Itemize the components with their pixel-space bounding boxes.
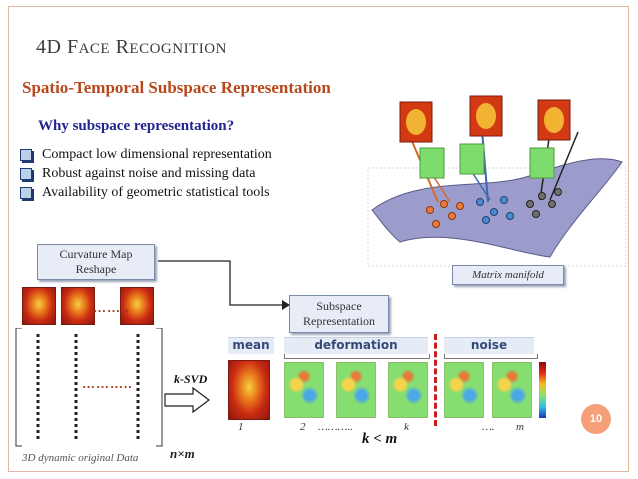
checkbox-bullet-icon	[20, 148, 32, 161]
noise-image	[492, 362, 532, 418]
page-number-badge: 10	[581, 404, 611, 434]
slide-subtitle: Spatio-Temporal Subspace Representation	[22, 78, 331, 97]
blue-points	[476, 196, 514, 224]
box-label: Subspace	[316, 299, 362, 313]
face-thumbnail	[406, 109, 426, 135]
data-point	[476, 198, 484, 206]
bullet-text: Availability of geometric statistical to…	[42, 184, 270, 200]
deformation-thumbnail	[419, 147, 445, 179]
checkbox-bullet-icon	[20, 186, 32, 199]
data-point	[432, 220, 440, 228]
deformation-thumbnail	[459, 143, 485, 175]
noise-bracket	[444, 354, 538, 359]
face-thumbnail	[469, 95, 503, 137]
bullet-item: Availability of geometric statistical to…	[20, 183, 272, 202]
data-point	[456, 202, 464, 210]
question-heading: Why subspace representation?	[38, 118, 235, 134]
face-frame	[61, 287, 95, 325]
panel-head-mean: mean	[228, 337, 274, 354]
deformation-image	[388, 362, 428, 418]
data-point	[482, 216, 490, 224]
face-frame	[22, 287, 56, 325]
data-point	[506, 212, 514, 220]
deformation-image	[284, 362, 324, 418]
data-point	[548, 200, 556, 208]
flow-arrow	[158, 260, 290, 310]
data-point	[532, 210, 540, 218]
box-label: Curvature Map	[59, 247, 133, 261]
matrix-bracket-left	[15, 328, 22, 447]
ksvd-arrow-shape	[164, 386, 210, 414]
face-frame	[120, 287, 154, 325]
bullet-text: Compact low dimensional representation	[42, 146, 272, 162]
slide-title: 4D FACE RECOGNITION	[36, 36, 227, 58]
arrow-head-icon	[282, 300, 290, 310]
deformation-image	[336, 362, 376, 418]
connector-line	[431, 173, 451, 203]
deformation-thumbnail	[529, 147, 555, 179]
panel-head-deformation: deformation	[284, 337, 428, 354]
checkbox-bullet-icon	[20, 167, 32, 180]
matrix-manifold-label: Matrix manifold	[452, 265, 564, 285]
data-point	[426, 206, 434, 214]
curvature-map-box: Curvature Map Reshape	[37, 244, 155, 280]
ellipsis-faces: ……..	[93, 300, 130, 315]
orange-points	[426, 200, 464, 228]
box-label: Representation	[303, 314, 375, 328]
bullet-item: Robust against noise and missing data	[20, 164, 272, 183]
data-matrix	[15, 328, 163, 447]
connector-line	[549, 131, 579, 201]
arrow-line	[158, 260, 282, 306]
connector-line	[481, 129, 489, 203]
colorbar	[539, 362, 546, 418]
data-point	[448, 212, 456, 220]
gray-points	[526, 188, 562, 218]
data-point	[490, 208, 498, 216]
mean-face-image	[228, 360, 270, 420]
panel-head-noise: noise	[444, 337, 534, 354]
face-thumbnail	[544, 107, 564, 133]
matrix-size-label: n×m	[170, 446, 195, 461]
data-point	[526, 200, 534, 208]
face-thumbnail	[476, 103, 496, 129]
manifold-illustration	[367, 95, 627, 267]
index-label: 1	[238, 421, 244, 433]
deformation-bracket	[284, 354, 430, 359]
box-label: Reshape	[75, 262, 117, 276]
index-label: 2	[300, 421, 306, 433]
data-point	[538, 192, 546, 200]
rank-divider	[434, 334, 437, 426]
bullet-list: Compact low dimensional representation R…	[20, 145, 272, 202]
index-label: k	[404, 421, 409, 433]
bullet-item: Compact low dimensional representation	[20, 145, 272, 164]
data-point	[554, 188, 562, 196]
matrix-bracket-right	[156, 328, 163, 447]
ksvd-label: k-SVD	[174, 372, 208, 386]
bullet-text: Robust against noise and missing data	[42, 165, 256, 181]
ksvd-arrow-icon	[164, 386, 210, 414]
manifold-surface	[371, 158, 623, 258]
data-point	[440, 200, 448, 208]
data-caption: 3D dynamic original Data	[22, 452, 139, 464]
subspace-representation-box: Subspace Representation	[289, 295, 389, 333]
index-label: m	[516, 421, 524, 433]
rank-condition-label: k < m	[362, 431, 398, 447]
ellipsis-matrix: ………..	[82, 376, 133, 391]
slide-frame	[8, 6, 629, 472]
noise-image	[444, 362, 484, 418]
index-ellipsis: ………..	[318, 421, 353, 433]
data-point	[500, 196, 508, 204]
index-ellipsis: ….	[482, 421, 495, 433]
connector-line	[471, 171, 491, 201]
